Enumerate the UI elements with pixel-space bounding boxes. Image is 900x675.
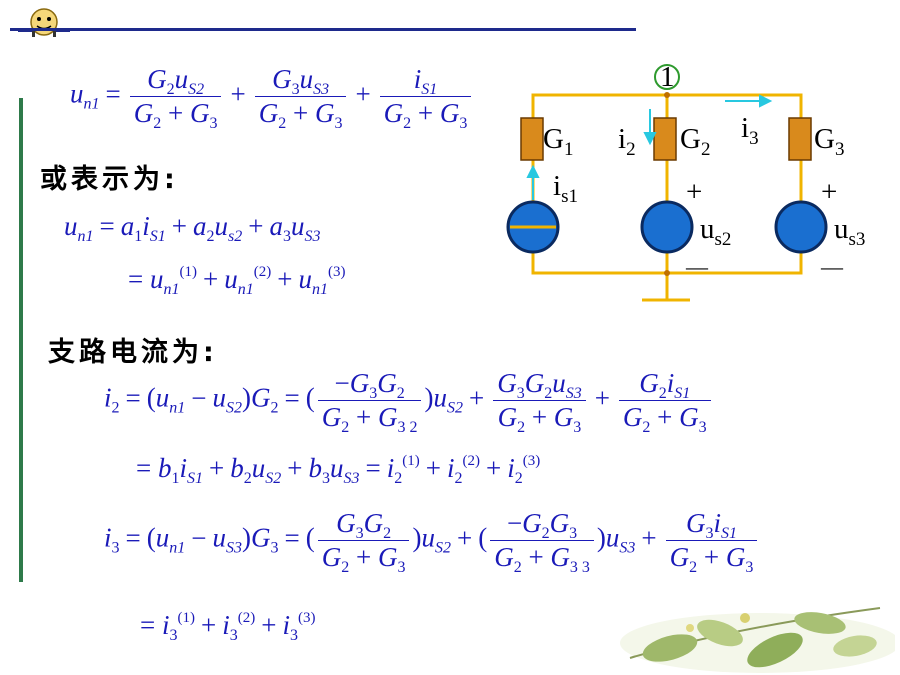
superposition-equation-2: = un1(1)+un1(2)+un1(3) bbox=[128, 264, 346, 298]
arrow-i3 bbox=[725, 94, 773, 108]
resistor-g2 bbox=[653, 117, 677, 161]
superposition-equation-1: un1=a1iS1+a2us2+a3uS3 bbox=[64, 211, 321, 245]
voltage-source-us2 bbox=[640, 200, 694, 254]
resistor-g3 bbox=[788, 117, 812, 161]
left-accent-bar bbox=[19, 98, 23, 582]
i3-label: i3 bbox=[741, 112, 759, 149]
label-expressed-as: 或表示为: bbox=[40, 164, 179, 195]
smiley-face-icon bbox=[18, 8, 70, 37]
branch-current-i2-superposition: = b1iS1+b2uS2+b3uS3=i2(1)+i2(2)+i2(3) bbox=[136, 453, 541, 487]
resistor-g1 bbox=[520, 117, 544, 161]
arrow-is1 bbox=[526, 164, 540, 200]
label-branch-current: 支路电流为: bbox=[48, 337, 218, 368]
us2-plus: + bbox=[686, 176, 703, 208]
arrow-i2 bbox=[643, 109, 657, 146]
g2-label: G2 bbox=[680, 123, 711, 160]
node-1-circle bbox=[654, 64, 680, 90]
is1-label: is1 bbox=[553, 170, 578, 207]
us3-plus: + bbox=[821, 176, 838, 208]
circuit-diagram bbox=[506, 64, 828, 302]
node-1-label: 1 bbox=[660, 61, 675, 93]
i2-label: i2 bbox=[618, 123, 636, 160]
us3-label: us3 bbox=[834, 213, 866, 250]
voltage-source-us3 bbox=[774, 200, 828, 254]
current-source-is1 bbox=[506, 200, 560, 254]
g3-label: G3 bbox=[814, 123, 845, 160]
branch-current-i3-superposition: = i3(1)+i3(2)+i3(3) bbox=[140, 610, 316, 644]
header-rule bbox=[10, 28, 636, 31]
us2-label: us2 bbox=[700, 213, 732, 250]
us3-minus: — bbox=[821, 254, 843, 279]
g1-label: G1 bbox=[543, 123, 574, 160]
leaf-decoration-image bbox=[620, 607, 895, 673]
us2-minus: — bbox=[686, 254, 708, 279]
